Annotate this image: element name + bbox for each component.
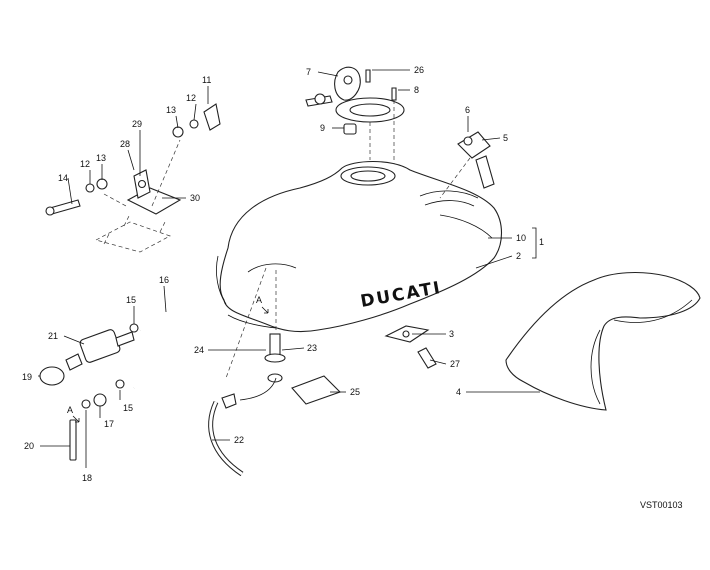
callout-1: 1 <box>539 237 544 247</box>
callout-19: 19 <box>22 372 32 382</box>
fuel-tank: DUCATI <box>216 161 503 333</box>
seat-cover-part <box>505 272 701 411</box>
callout-13b: 13 <box>96 153 106 163</box>
callout-28: 28 <box>120 139 130 149</box>
callout-27: 27 <box>450 359 460 369</box>
callout-12b: 12 <box>80 159 90 169</box>
callout-15b: 15 <box>123 403 133 413</box>
callout-29: 29 <box>132 119 142 129</box>
callout-14: 14 <box>58 173 68 183</box>
fuel-cap-assembly <box>305 66 405 164</box>
callout-6: 6 <box>465 105 470 115</box>
callout-17: 17 <box>104 419 114 429</box>
callout-15a: 15 <box>126 295 136 305</box>
callout-labels: 1 2 3 4 5 6 7 8 9 10 11 12 12 13 13 14 1… <box>22 65 544 483</box>
callout-26: 26 <box>414 65 424 75</box>
reference-mark-a-upper: A <box>256 295 262 305</box>
callout-18: 18 <box>82 473 92 483</box>
callout-23: 23 <box>307 343 317 353</box>
callout-10: 10 <box>516 233 526 243</box>
callout-9: 9 <box>320 123 325 133</box>
bracket-and-valve <box>439 131 495 199</box>
callout-16: 16 <box>159 275 169 285</box>
callout-20: 20 <box>24 441 34 451</box>
callout-leader-lines <box>38 69 540 468</box>
callout-24: 24 <box>194 345 204 355</box>
callout-22: 22 <box>234 435 244 445</box>
callout-11: 11 <box>202 75 211 85</box>
arrow-icon <box>72 415 80 423</box>
callout-13a: 13 <box>166 105 176 115</box>
callout-8: 8 <box>414 85 419 95</box>
callout-3: 3 <box>449 329 454 339</box>
callout-5: 5 <box>503 133 508 143</box>
arrow-icon <box>261 306 269 314</box>
callout-21: 21 <box>48 331 58 341</box>
callout-30: 30 <box>190 193 200 203</box>
callout-2: 2 <box>516 251 521 261</box>
callout-4: 4 <box>456 387 461 397</box>
reference-mark-a-lower: A <box>67 405 73 415</box>
callout-7: 7 <box>306 67 311 77</box>
callout-12a: 12 <box>186 93 196 103</box>
diagram-reference-code: VST00103 <box>640 500 683 510</box>
callout-25: 25 <box>350 387 360 397</box>
fuel-filter-assembly <box>39 312 180 461</box>
